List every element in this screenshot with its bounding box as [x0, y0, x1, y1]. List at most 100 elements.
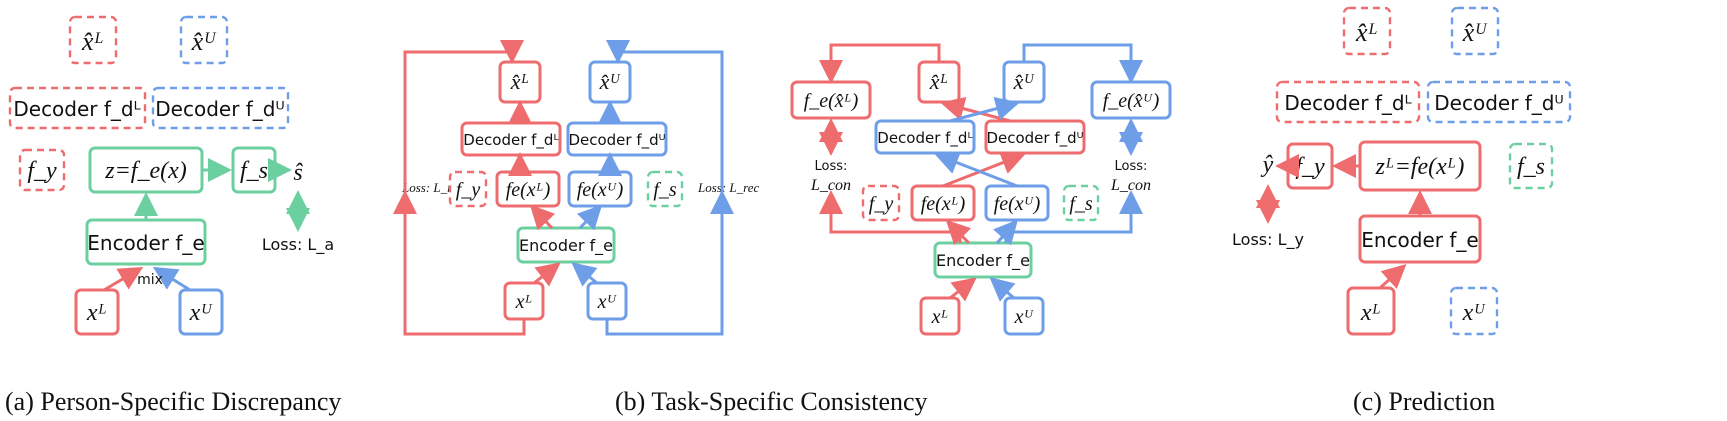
xhat-u-label: x̂ᵁ	[599, 69, 622, 94]
decoder-l-box	[874, 119, 976, 155]
fs-label: f_s	[1069, 193, 1093, 215]
fe-u-label: fe(xᵁ)	[577, 179, 624, 201]
encoder-label: Encoder f_e	[87, 231, 204, 255]
dec-l-to-xhat-u-arrow	[949, 97, 1020, 123]
decoder-u-box	[1426, 80, 1572, 124]
caption-c: (c) Prediction	[1353, 387, 1495, 416]
decoder-l-label: Decoder f_dᴸ	[877, 129, 973, 148]
loss-a-label: Loss: L_a	[262, 235, 334, 255]
y-hat-label: ŷ	[1261, 152, 1274, 178]
xhat-u-label: x̂ᵁ	[1462, 18, 1489, 47]
decoder-u-box	[151, 86, 290, 130]
decoder-u-label: Decoder f_dᵁ	[155, 97, 284, 121]
xhat-l-label: x̂ᴸ	[929, 69, 949, 94]
decoder-l-box	[1275, 80, 1421, 124]
fs-label: f_s	[1517, 154, 1545, 180]
x-u-label: xᵁ	[1462, 300, 1487, 326]
x-l-to-encoder-arrow	[1378, 263, 1407, 290]
xhat-l-label: x̂ᴸ	[81, 27, 104, 56]
encoder-label: Encoder f_e	[519, 236, 613, 256]
fe-xhat-l-label: f_e(x̂ᴸ)	[804, 90, 859, 112]
decoder-u-box	[984, 119, 1086, 155]
x-l-to-enc-arrow	[533, 262, 561, 287]
fs-box	[646, 170, 684, 208]
loss-rec-right: Loss: L_rec	[697, 180, 760, 195]
loss-con-left-2: L_con	[810, 177, 851, 194]
fy-label: f_y	[1295, 154, 1325, 180]
enc-to-fe-l-arrow	[529, 204, 556, 231]
xhat-u-box	[179, 15, 229, 65]
x-l-box	[1346, 286, 1396, 336]
encoder-label: Encoder f_e	[936, 251, 1030, 271]
xhat-u-box	[1450, 6, 1500, 56]
xhat-l-box	[1342, 6, 1392, 56]
loss-y-label: Loss: L_y	[1232, 230, 1304, 250]
x-l-label: xᴸ	[1360, 300, 1381, 326]
xhat-u-to-fe-arrow	[1022, 43, 1143, 84]
decoder-u-label: Decoder f_dᵁ	[568, 131, 665, 150]
fe-u-to-dec-l-arrow	[934, 151, 1018, 188]
x-u-box	[1449, 286, 1499, 336]
decoder-l-label: Decoder f_dᴸ	[463, 131, 559, 150]
panel-a: x̂ᴸ x̂ᵁ Decoder f_dᴸ Decoder f_dᵁ f_y z=…	[8, 15, 334, 336]
xhat-l-to-fe-arrow	[819, 43, 941, 84]
fs-label: f_s	[240, 158, 268, 184]
fy-label: f_y	[456, 179, 481, 201]
x-l-box	[74, 288, 120, 336]
decoder-l-box	[8, 86, 147, 130]
z-label: zᴸ=fe(xᴸ)	[1375, 154, 1465, 180]
x-u-label: xᵁ	[597, 291, 618, 313]
xhat-u-label: x̂ᵁ	[1013, 69, 1036, 94]
enc-to-fe-u-arrow	[576, 204, 603, 231]
x-u-to-encoder-arrow	[152, 266, 191, 292]
fs-box	[1062, 184, 1100, 222]
decoder-l-label: Decoder f_dᴸ	[13, 97, 140, 121]
fy-label: f_y	[27, 158, 57, 184]
fe-l-label: fe(xᴸ)	[921, 193, 966, 215]
encoder-box	[516, 226, 616, 264]
panel-b-consistency: f_e(x̂ᴸ) x̂ᴸ x̂ᵁ f_e(x̂ᵁ) Decoder f_dᴸ D…	[790, 43, 1172, 336]
fy-box	[18, 148, 66, 192]
enc-to-loss-blue	[1004, 190, 1143, 243]
fy-box	[861, 184, 901, 222]
s-hat-label: ŝ	[293, 160, 303, 186]
decoder-u-label: Decoder f_dᵁ	[986, 129, 1083, 148]
panel-c: x̂ᴸ x̂ᵁ Decoder f_dᴸ Decoder f_dᵁ ŷ f_y …	[1232, 6, 1572, 336]
x-l-label: xᴸ	[931, 306, 949, 328]
x-l-to-encoder-arrow	[103, 266, 144, 292]
fe-l-label: fe(xᴸ)	[506, 179, 551, 201]
xhat-l-label: x̂ᴸ	[510, 69, 530, 94]
x-u-to-enc-arrow	[989, 277, 1016, 302]
fe-u-label: fe(xᵁ)	[994, 193, 1041, 215]
fe-xhat-u-label: f_e(x̂ᵁ)	[1103, 90, 1160, 112]
x-l-label: xᴸ	[86, 300, 107, 326]
decoder-u-label: Decoder f_dᵁ	[1434, 91, 1563, 115]
x-u-box	[178, 288, 224, 336]
fs-label: f_s	[653, 179, 677, 201]
z-label: z=f_e(x)	[104, 158, 187, 184]
loss-con-left-1: Loss:	[815, 159, 848, 174]
x-u-label: xᵁ	[189, 300, 214, 326]
panel-b-reconstruction: x̂ᴸ x̂ᵁ Decoder f_dᴸ Decoder f_dᵁ Loss: …	[393, 40, 760, 336]
loss-con-right-2: L_con	[1110, 177, 1151, 194]
mix-label: mix	[137, 272, 163, 288]
caption-a: (a) Person-Specific Discrepancy	[5, 387, 341, 416]
xhat-u-label: x̂ᵁ	[191, 27, 218, 56]
x-u-label: xᵁ	[1014, 306, 1035, 328]
fy-box	[448, 170, 488, 208]
fy-label: f_y	[869, 193, 894, 215]
x-l-label: xᴸ	[515, 291, 533, 313]
caption-b: (b) Task-Specific Consistency	[615, 387, 928, 416]
x-u-box	[1003, 296, 1045, 336]
decoder-l-label: Decoder f_dᴸ	[1284, 91, 1411, 115]
x-u-to-enc-arrow	[571, 262, 598, 287]
enc-to-loss-red	[819, 190, 962, 243]
fs-box	[1508, 142, 1554, 190]
encoder-box	[933, 241, 1033, 279]
x-l-box	[919, 296, 961, 336]
encoder-label: Encoder f_e	[1361, 228, 1478, 252]
x-l-to-enc-arrow	[949, 277, 977, 302]
xhat-l-label: x̂ᴸ	[1355, 18, 1378, 47]
loss-con-right-1: Loss:	[1115, 159, 1148, 174]
